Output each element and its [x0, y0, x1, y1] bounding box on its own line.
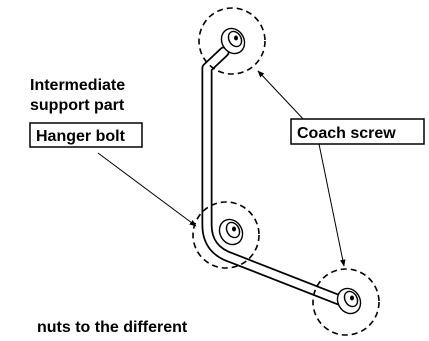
middle-mount-highlight-circle: [192, 201, 260, 269]
intermediate-support-flange: [218, 218, 244, 246]
top-mount-flange: [220, 27, 246, 55]
top-mount-highlight-circle: [198, 7, 266, 75]
hanger-bolt-label-box: [29, 122, 143, 148]
hanger-bolt-label: Hanger bolt: [36, 128, 126, 145]
coach-screw-label-box: [290, 118, 425, 145]
coach-screw-leader-top: [257, 70, 307, 123]
bottom-instruction-text: nuts to the different: [37, 319, 188, 336]
intermediate-support-label-line1: Intermediate: [30, 77, 125, 94]
coach-screw-label: Coach screw: [297, 125, 396, 142]
hanger-bolt-leader: [97, 152, 197, 227]
bottom-mount-flange: [336, 287, 362, 315]
coach-screw-leader-bottom: [318, 143, 346, 267]
intermediate-support-label-line2: support part: [30, 97, 125, 114]
grab-bar: [201, 46, 353, 309]
bottom-mount-highlight-circle: [312, 268, 380, 336]
